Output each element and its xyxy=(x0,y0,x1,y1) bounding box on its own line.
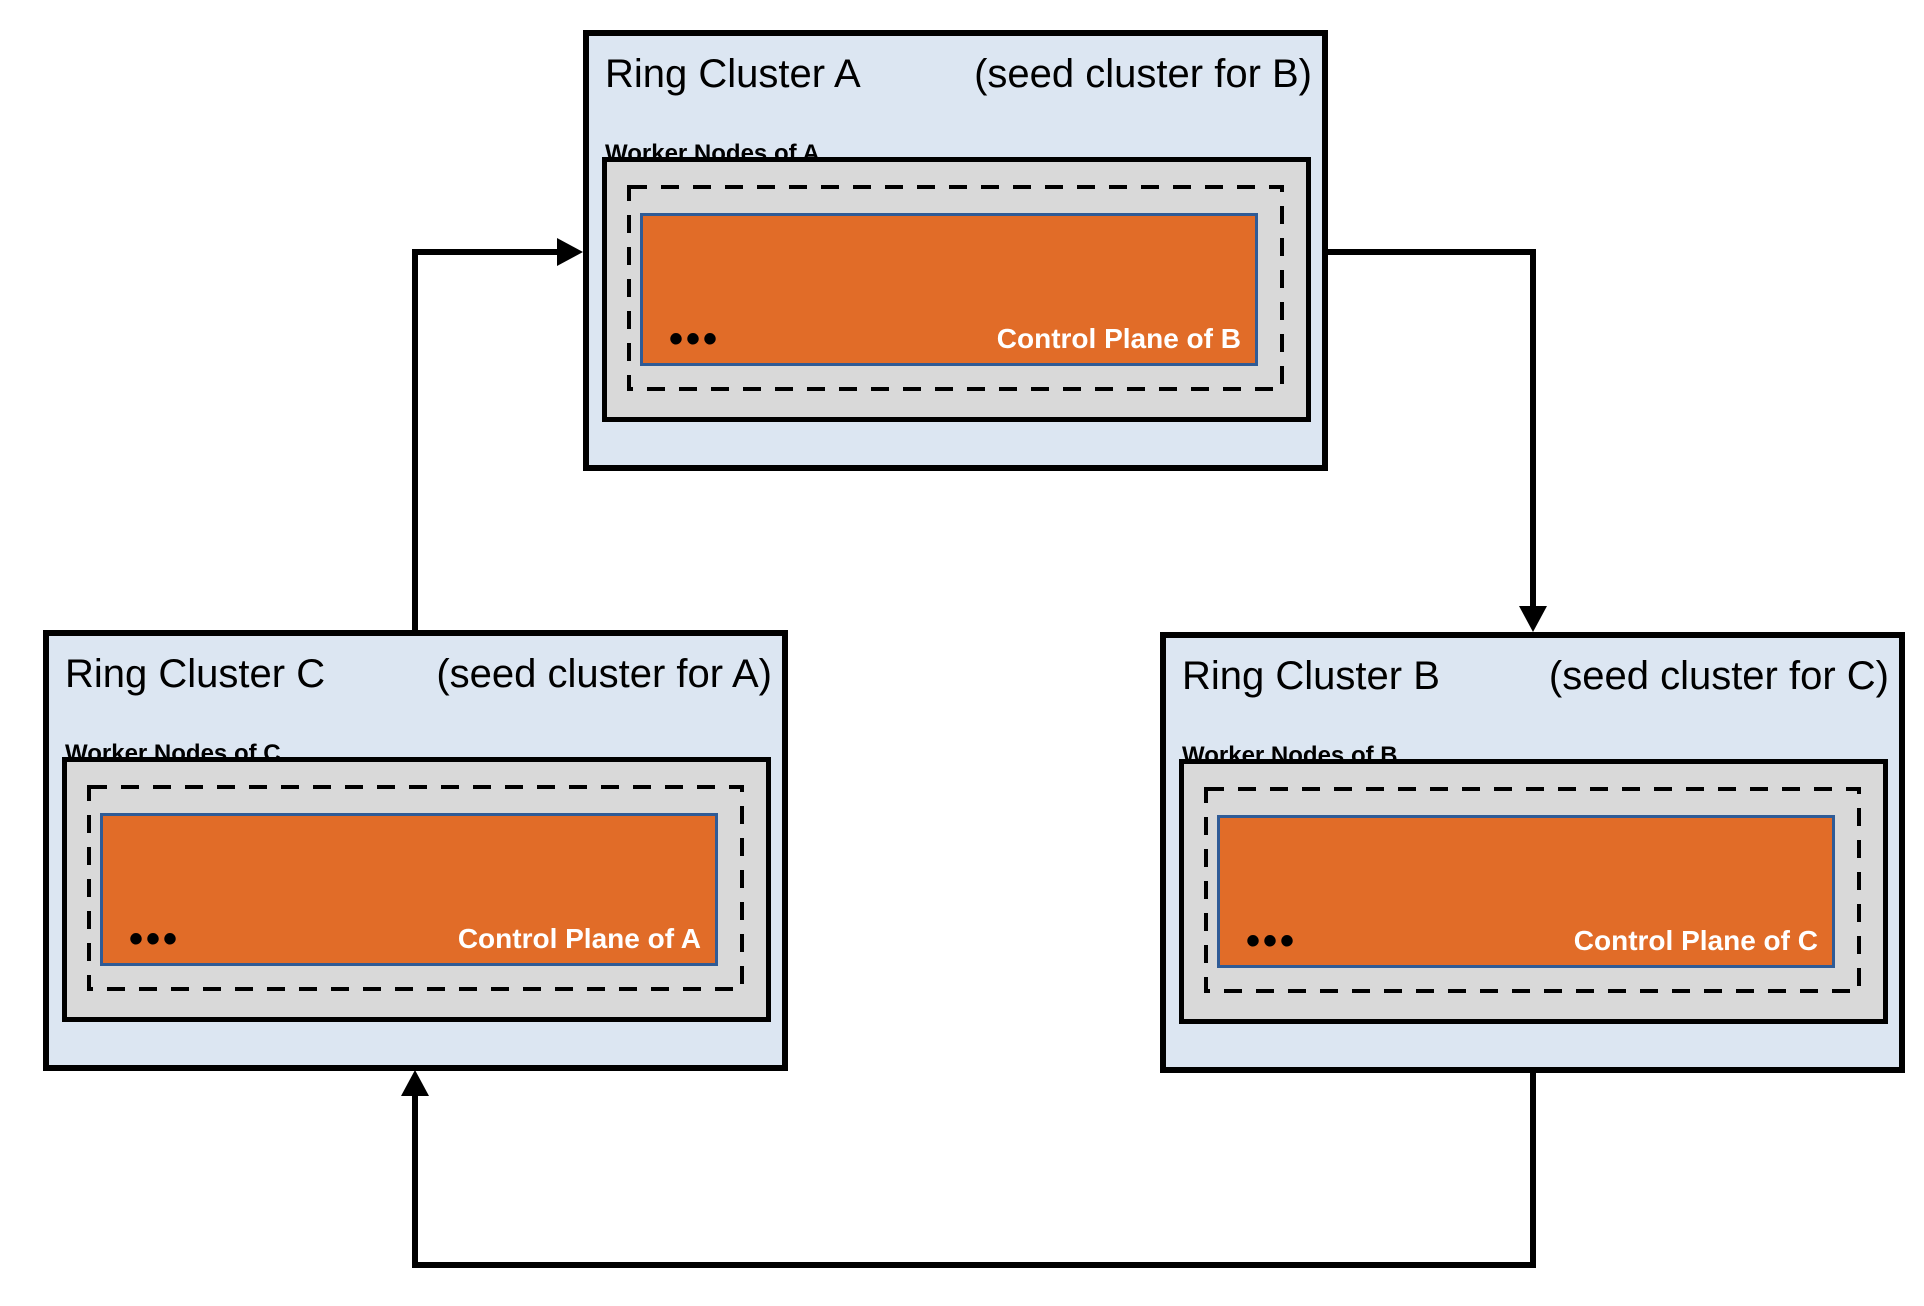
cluster-b-worker-nodes-box: ••• Control Plane of C xyxy=(1179,759,1888,1024)
arrow-c-to-a-horizontal-segment xyxy=(412,249,558,255)
arrow-a-to-b-vertical-segment xyxy=(1530,249,1536,607)
arrow-c-to-a-vertical-segment xyxy=(412,249,418,630)
cluster-b: Ring Cluster B (seed cluster for C) Work… xyxy=(1160,632,1905,1073)
cluster-c-title-row: Ring Cluster C (seed cluster for A) xyxy=(49,636,782,698)
cluster-c-control-plane-box: ••• Control Plane of A xyxy=(100,813,718,966)
arrow-c-to-a-arrowhead-icon xyxy=(557,238,583,266)
arrow-a-to-b-horizontal-segment xyxy=(1328,249,1533,255)
cluster-a: Ring Cluster A (seed cluster for B) Work… xyxy=(583,30,1328,471)
cluster-a-title-row: Ring Cluster A (seed cluster for B) xyxy=(589,36,1322,98)
cluster-c-title: Ring Cluster C xyxy=(65,652,326,696)
cluster-c-seed-note: (seed cluster for A) xyxy=(436,652,772,696)
cluster-c-worker-nodes-box: ••• Control Plane of A xyxy=(62,757,771,1022)
cluster-b-title: Ring Cluster B xyxy=(1182,654,1440,698)
cluster-a-seed-note: (seed cluster for B) xyxy=(974,52,1312,96)
cluster-a-control-plane-box: ••• Control Plane of B xyxy=(640,213,1258,366)
cluster-a-worker-nodes-box: ••• Control Plane of B xyxy=(602,157,1311,422)
cluster-b-control-plane-box: ••• Control Plane of C xyxy=(1217,815,1835,968)
cluster-b-seed-note: (seed cluster for C) xyxy=(1548,654,1889,698)
ellipsis-dots: ••• xyxy=(129,917,181,961)
arrow-a-to-b-arrowhead-icon xyxy=(1519,606,1547,632)
cluster-b-control-plane-label: Control Plane of C xyxy=(1573,925,1818,957)
arrow-b-to-c-horizontal-segment xyxy=(412,1262,1536,1268)
arrow-b-to-c-arrowhead-icon xyxy=(401,1070,429,1096)
cluster-a-dashed-boundary xyxy=(627,185,1284,391)
cluster-c-control-plane-label: Control Plane of A xyxy=(457,923,701,955)
cluster-b-title-row: Ring Cluster B (seed cluster for C) xyxy=(1166,638,1899,700)
cluster-c: Ring Cluster C (seed cluster for A) Work… xyxy=(43,630,788,1071)
cluster-b-dashed-boundary xyxy=(1204,787,1861,993)
cluster-c-dashed-boundary xyxy=(87,785,744,991)
arrow-b-to-c-down-segment xyxy=(1530,1073,1536,1268)
ellipsis-dots: ••• xyxy=(669,317,721,361)
cluster-a-control-plane-label: Control Plane of B xyxy=(996,323,1241,355)
arrow-b-to-c-up-segment xyxy=(412,1096,418,1268)
cluster-a-title: Ring Cluster A xyxy=(605,52,861,96)
ellipsis-dots: ••• xyxy=(1246,919,1298,963)
